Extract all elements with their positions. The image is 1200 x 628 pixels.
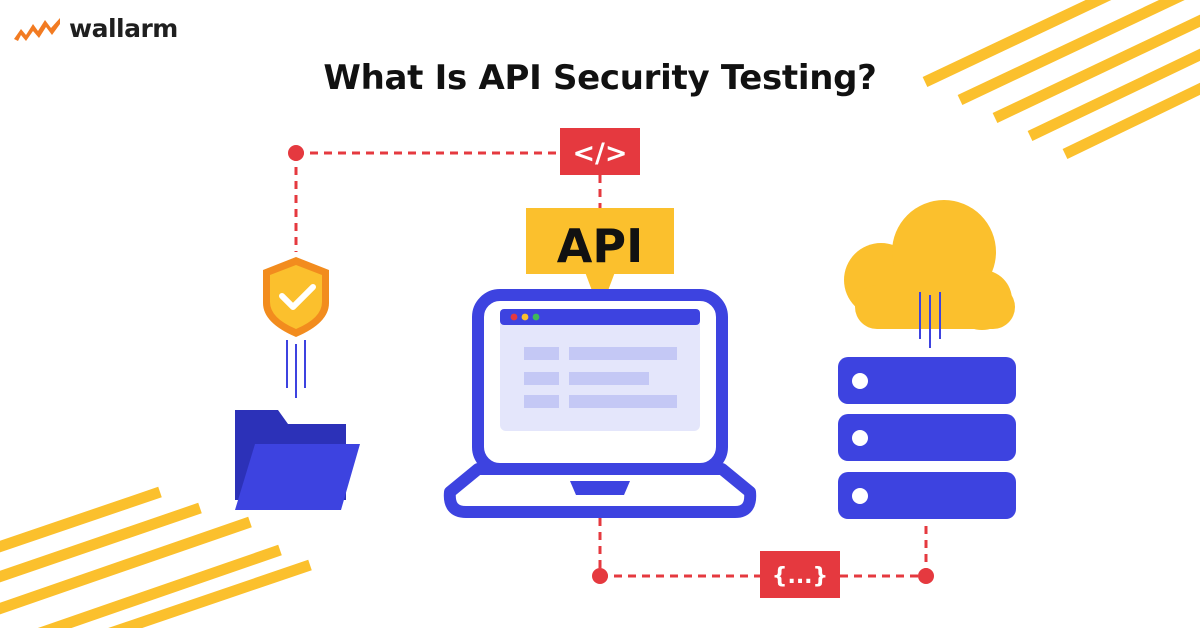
cloud-icon [844, 200, 1015, 330]
api-bubble: API [526, 208, 674, 312]
folder-icon [235, 410, 360, 510]
code-tag-label: </> [572, 138, 627, 169]
connector-node [918, 568, 934, 584]
connector-node [592, 568, 608, 584]
brand-logo[interactable]: wallarm [14, 14, 178, 43]
motion-lines [919, 292, 941, 348]
json-tag-label: {...} [772, 564, 828, 589]
connector-lines [294, 151, 928, 578]
shield-check-icon [263, 257, 329, 337]
motion-lines [286, 340, 306, 398]
wallarm-logo-icon [14, 17, 60, 41]
stripes-top-right [922, 0, 1200, 159]
connector-node [288, 145, 304, 161]
server-stack-icon [838, 357, 1016, 519]
code-tag-icon: </> [560, 128, 640, 175]
page-title: What Is API Security Testing? [323, 58, 877, 98]
json-tag-icon: {...} [760, 551, 840, 598]
laptop-icon [443, 289, 757, 518]
stripes-bottom-left [0, 486, 312, 628]
brand-name: wallarm [69, 14, 178, 43]
api-bubble-label: API [557, 219, 643, 273]
